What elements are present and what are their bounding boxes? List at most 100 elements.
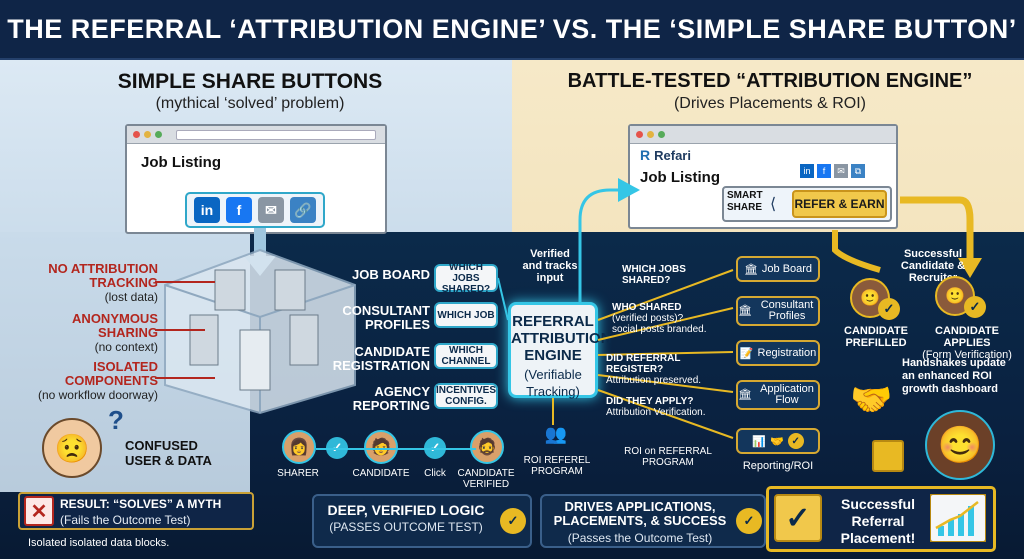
engine-subtitle: (Verifiable Tracking) — [524, 367, 582, 399]
share-icon[interactable]: ⟨ — [770, 196, 777, 213]
handshake-icon: 🤝 — [770, 435, 784, 448]
issue-note: (no workflow doorway) — [37, 388, 158, 402]
stage-reporting-roi: 📊🤝✓ — [736, 428, 820, 454]
bottom-item-deep-logic — [312, 494, 532, 548]
pill-which-channel: WHICH CHANNEL — [434, 343, 498, 369]
question-5: ROI on REFERRAL PROGRAM — [618, 446, 718, 468]
stage-application-flow: 🏛Application Flow — [736, 380, 820, 410]
right-subheading: (Drives Placements & ROI) — [673, 95, 867, 112]
check-icon: ✓ — [787, 433, 804, 449]
bank-icon: 🏛 — [738, 388, 752, 401]
right-flow-arrows — [578, 178, 982, 350]
check-icon: ✓ — [964, 296, 986, 318]
pill-which-job: WHICH JOB — [434, 302, 498, 328]
big-check-icon: ✓ — [774, 494, 822, 542]
question-text: WHICH JOBS SHARED? — [622, 264, 686, 286]
confused-user-avatar: 😟 — [42, 418, 102, 478]
placement-label: Successful Referral Placement! — [840, 496, 916, 546]
question-sub: Attribution Verification. — [606, 407, 706, 418]
close-dot-icon — [133, 131, 140, 138]
brand-name: Refari — [654, 147, 691, 163]
verified-candidate-avatar: 🧔 — [470, 430, 504, 464]
email-icon[interactable]: ✉ — [834, 164, 848, 178]
handshake-note: Handshakes update an enhanced ROI growth… — [902, 357, 1006, 395]
browser-toolbar — [127, 126, 385, 144]
question-text: WHO SHARED — [612, 302, 682, 313]
result-title: RESULT: “SOLVES” A MYTH — [60, 497, 222, 511]
facebook-icon[interactable]: f — [226, 197, 252, 223]
issue-title: NO ATTRIBUTION TRACKING — [48, 261, 158, 290]
successful-candidate-avatar: 😊 — [925, 410, 995, 480]
check-icon: ✓ — [500, 508, 526, 534]
stage-label: Consultant Profiles — [760, 299, 814, 322]
minimize-dot-icon — [647, 131, 654, 138]
bottom-item2-title: DRIVES APPLICATIONS, PLACEMENTS, & SUCCE… — [553, 499, 727, 528]
issue-note: (lost data) — [104, 290, 158, 304]
flow-step-click: Click — [424, 468, 446, 479]
maximize-dot-icon — [658, 131, 665, 138]
left-subheading: (mythical ‘solved’ problem) — [155, 95, 345, 112]
x-mark-icon: ✕ — [24, 496, 54, 526]
bank-icon: 🏛 — [738, 304, 752, 317]
issue-anonymous-sharing: ANONYMOUS SHARING (no context) — [20, 311, 158, 355]
mini-share-icons: in f ✉ ⧉ — [800, 164, 890, 182]
stage-job-board: 🏛Job Board — [736, 256, 820, 282]
issue-connector-lines — [155, 281, 215, 379]
input-candidate-registration: CANDIDATE REGISTRATION — [332, 344, 430, 373]
verified-note: Verified and tracks input — [522, 248, 578, 284]
people-group-icon: 👥 — [544, 424, 568, 444]
input-agency-reporting: AGENCY REPORTING — [352, 384, 430, 413]
right-heading: BATTLE-TESTED “ATTRIBUTION ENGINE” — [567, 70, 973, 92]
input-consultant-profiles: CONSULTANT PROFILES — [342, 303, 430, 332]
close-dot-icon — [636, 131, 643, 138]
issue-no-attribution: NO ATTRIBUTION TRACKING (lost data) — [20, 261, 158, 305]
question-1: WHICH JOBS SHARED? — [622, 264, 734, 286]
share-buttons-bar: in f ✉ 🔗 — [185, 192, 325, 228]
question-text: DID THEY APPLY? — [606, 396, 694, 407]
engine-connector-lines — [498, 269, 734, 439]
growth-chart-icon — [930, 494, 986, 542]
stage-reporting-label: Reporting/ROI — [742, 460, 814, 472]
question-text: DID REFERRAL REGISTER? — [606, 353, 681, 375]
linkedin-icon[interactable]: in — [800, 164, 814, 178]
flow-connector-line — [316, 448, 476, 450]
form-icon: 📝 — [739, 347, 754, 360]
browser-toolbar — [630, 126, 896, 144]
email-icon[interactable]: ✉ — [258, 197, 284, 223]
sharer-avatar: 👩 — [282, 430, 316, 464]
url-bar[interactable] — [176, 129, 376, 140]
page-title-text: THE REFERRAL ‘ATTRIBUTION ENGINE’ VS. TH… — [7, 13, 1017, 44]
flow-step-candidate: CANDIDATE — [352, 468, 410, 479]
gold-box-icon — [872, 440, 904, 472]
refer-earn-button[interactable]: REFER & EARN — [792, 190, 887, 218]
question-text: ROI on REFERRAL PROGRAM — [624, 446, 712, 468]
question-sub: Attribution preserved. — [606, 375, 702, 386]
confused-label: CONFUSED USER & DATA — [125, 438, 212, 468]
roi-program-label: ROI REFEREL PROGRAM — [523, 455, 591, 477]
brand-row: R Refari — [630, 144, 896, 166]
linkedin-icon[interactable]: in — [194, 197, 220, 223]
bottom-item1-title: DEEP, VERIFIED LOGIC — [327, 502, 485, 518]
question-mark-icon: ? — [108, 405, 124, 435]
bottom-item2-sub: (Passes the Outcome Test) — [567, 531, 713, 545]
page-title: THE REFERRAL ‘ATTRIBUTION ENGINE’ VS. TH… — [0, 0, 1024, 60]
link-icon[interactable]: 🔗 — [290, 197, 316, 223]
result-subtitle: (Fails the Outcome Test) — [60, 513, 191, 527]
check-icon: ✓ — [736, 508, 762, 534]
issue-title: ISOLATED COMPONENTS — [64, 359, 158, 388]
pill-incentives-config: INCENTIVES CONFIG. — [434, 383, 498, 409]
issue-title: ANONYMOUS SHARING — [72, 311, 158, 340]
isolated-data-cube — [164, 248, 356, 415]
handshake-icon: 🤝 — [850, 381, 893, 419]
result-box — [18, 492, 254, 530]
facebook-icon[interactable]: f — [817, 164, 831, 178]
link-icon[interactable]: ⧉ — [851, 164, 865, 178]
stage-label: Job Board — [761, 263, 813, 275]
attribution-engine-box: REFERRAL ATTRIBUTION ENGINE (Verifiable … — [508, 302, 612, 399]
input-job-board: JOB BOARD — [351, 267, 430, 282]
issue-note: (no context) — [94, 340, 158, 354]
pill-which-jobs-shared: WHICH JOBS SHARED? — [434, 262, 498, 295]
engine-title: REFERRAL ATTRIBUTION ENGINE — [511, 313, 612, 364]
stage-label: Registration — [757, 347, 817, 359]
stage-consultant-profiles: 🏛 Consultant Profiles — [736, 296, 820, 326]
